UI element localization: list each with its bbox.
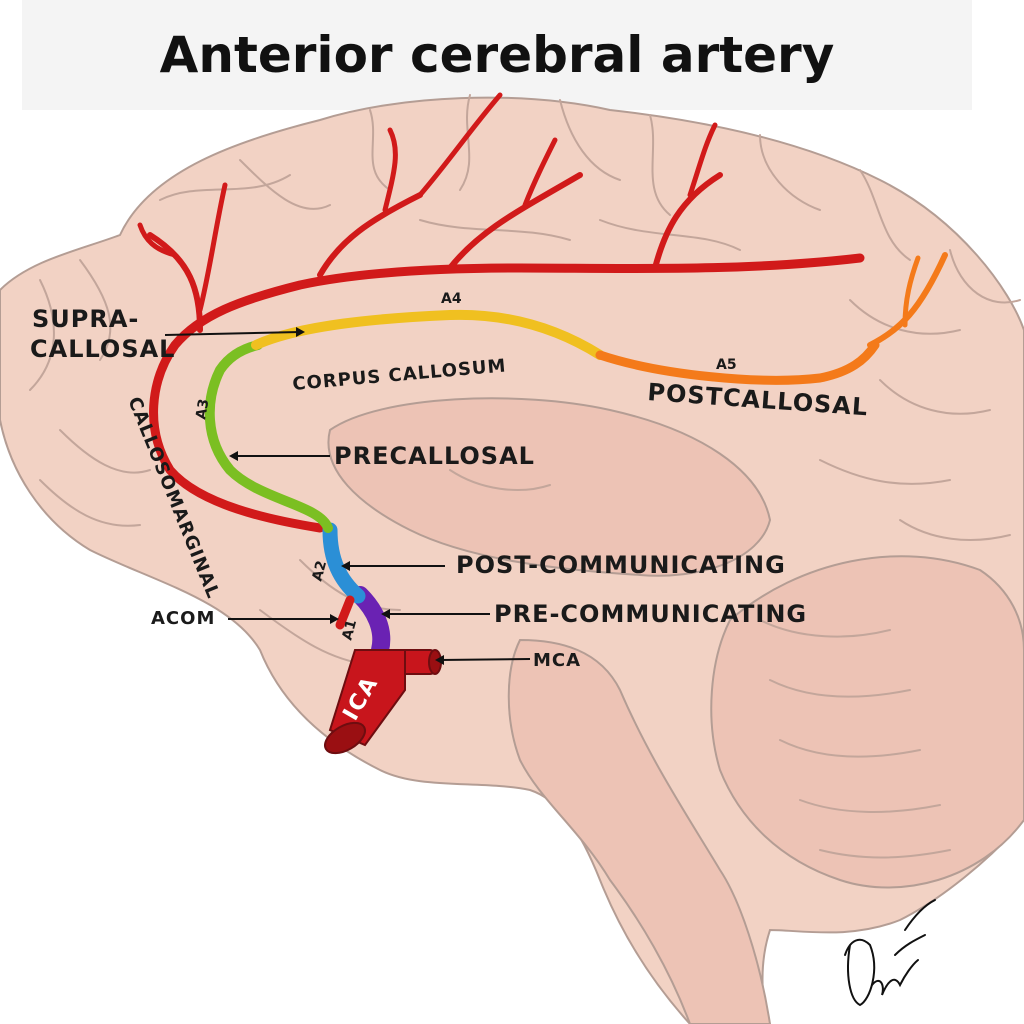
a3-segment xyxy=(204,340,333,533)
leader-lines xyxy=(164,327,531,665)
segment-a4: A4 xyxy=(441,291,462,307)
cerebellum xyxy=(710,555,1024,889)
label-precallosal: PRECALLOSAL xyxy=(334,442,535,470)
callosomarginal-artery xyxy=(137,92,865,533)
thalamus xyxy=(327,397,772,577)
postcallosal-branches xyxy=(867,252,948,348)
segment-a1: A1 xyxy=(339,618,360,642)
title-band: Anterior cerebral artery xyxy=(22,0,972,110)
label-pre-communicating: PRE-COMMUNICATING xyxy=(494,600,807,628)
label-acom: ACOM xyxy=(151,608,215,629)
a5-segment xyxy=(595,340,880,385)
segment-a5: A5 xyxy=(716,357,737,373)
label-post-communicating: POST-COMMUNICATING xyxy=(456,551,786,579)
acom-artery xyxy=(335,595,355,630)
segment-a2: A2 xyxy=(309,559,330,583)
artist-signature xyxy=(844,899,936,1007)
label-mca: MCA xyxy=(533,650,581,671)
gyri xyxy=(29,94,1021,859)
label-supra-callosal-1: SUPRA- xyxy=(32,305,139,333)
label-supra-callosal-2: CALLOSAL xyxy=(30,335,175,363)
segment-a3: A3 xyxy=(193,398,212,421)
aca-trunk xyxy=(204,309,880,659)
page-title: Anterior cerebral artery xyxy=(159,26,835,84)
ica-mca-vessels xyxy=(324,649,442,755)
a2-segment xyxy=(322,522,366,604)
